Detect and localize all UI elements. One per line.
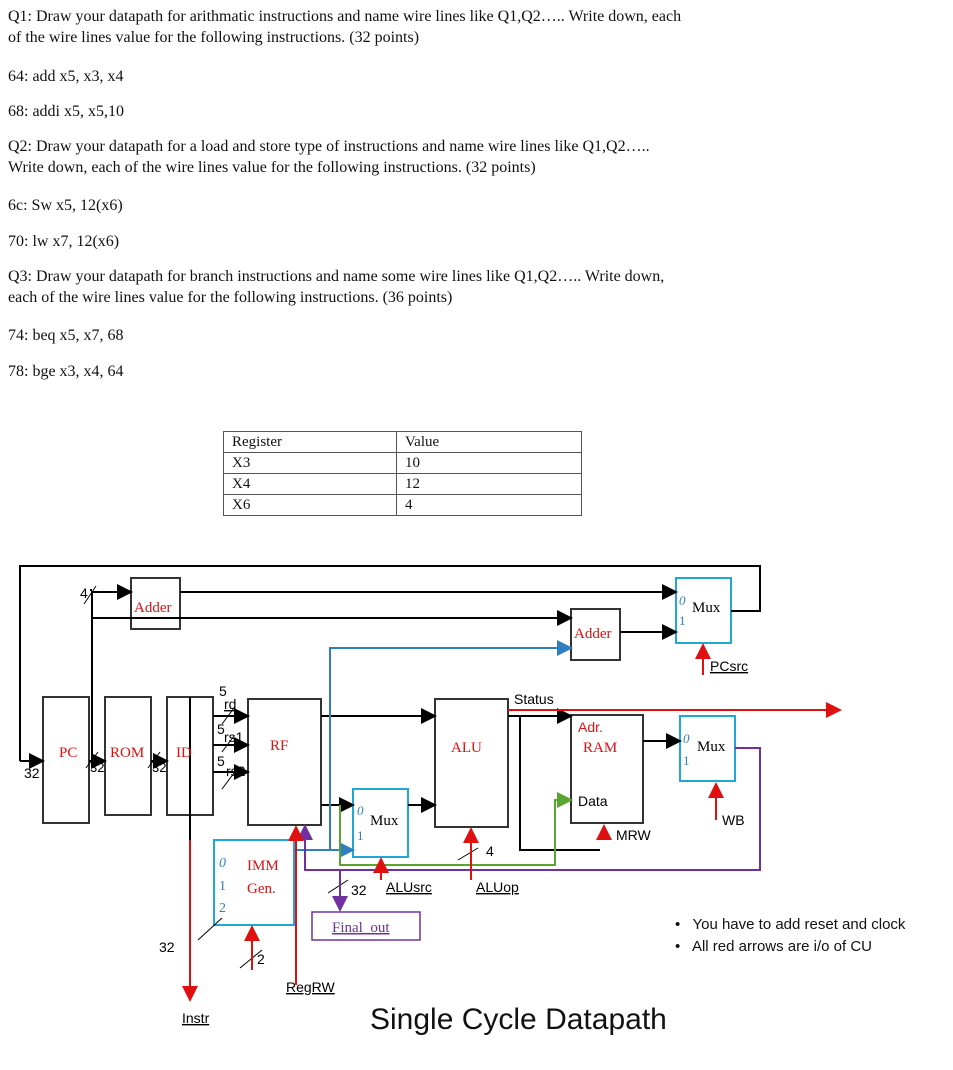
rs1-label: rs1 <box>224 729 244 745</box>
instr-label: Instr <box>182 1010 210 1026</box>
alu-mux-0: 0 <box>357 803 364 818</box>
pc-mux-0: 0 <box>679 593 686 608</box>
rs1-width: 5 <box>217 721 225 737</box>
pc-mux-label: Mux <box>692 600 721 616</box>
instr-70: 70: lw x7, 12(x6) <box>8 233 120 250</box>
aluop-label: ALUop <box>476 879 519 895</box>
instr-68: 68: addi x5, x5,10 <box>8 103 124 120</box>
table-header-row: Register Value <box>223 431 582 453</box>
imm-sel-1: 1 <box>219 879 226 894</box>
red-arrows <box>182 643 842 1002</box>
four-label: 4 <box>80 585 88 601</box>
q1-text: Q1: Draw your datapath for arithmatic in… <box>8 8 682 46</box>
alusrc-label: ALUsrc <box>386 879 432 895</box>
pc-label: PC <box>59 745 77 761</box>
ram-label: RAM <box>583 740 617 756</box>
final-out-box <box>311 911 421 941</box>
note-reset-clock: • You have to add reset and clock <box>675 916 906 933</box>
cell-val: 4 <box>396 494 582 516</box>
wb-mux-1: 1 <box>683 753 690 768</box>
data-label: Data <box>578 793 608 809</box>
instr-78: 78: bge x3, x4, 64 <box>8 363 124 380</box>
gen-label: Gen. <box>247 881 276 897</box>
status-label: Status <box>514 691 554 707</box>
header-value: Value <box>396 431 582 453</box>
alu-block <box>434 698 509 828</box>
adder1-block <box>130 577 181 630</box>
adder2-label: Adder <box>574 626 612 642</box>
cell-reg: X6 <box>223 494 397 516</box>
bus32-left: 32 <box>24 765 40 781</box>
instr-64: 64: add x5, x3, x4 <box>8 68 124 85</box>
black-wires <box>19 565 761 851</box>
rd-width: 5 <box>219 683 227 699</box>
rd-label: rd <box>224 696 236 712</box>
imm-sel-2: 2 <box>219 901 226 916</box>
adder2-block <box>570 608 621 661</box>
alu-mux-label: Mux <box>370 813 399 829</box>
bus32-pc: 32 <box>90 760 104 775</box>
wb-label: WB <box>722 812 745 828</box>
bus-slashes <box>83 585 479 969</box>
diagram-title: Single Cycle Datapath <box>370 1003 667 1036</box>
imm-sel-0: 0 <box>219 856 226 871</box>
q3-text: Q3: Draw your datapath for branch instru… <box>8 268 665 306</box>
q2-text: Q2: Draw your datapath for a load and st… <box>8 138 650 176</box>
mrw-label: MRW <box>616 827 652 843</box>
adder1-label: Adder <box>134 600 172 616</box>
green-wire <box>339 792 573 866</box>
bus32-imm: 32 <box>351 882 367 898</box>
rf-label: RF <box>270 738 288 754</box>
blue-wires <box>294 640 573 858</box>
instr-74: 74: beq x5, x7, 68 <box>8 327 124 344</box>
imm-sel-width: 2 <box>257 951 265 967</box>
pcsrc-label: PCsrc <box>710 658 748 674</box>
purple-wires <box>297 747 761 912</box>
alu-mux-1: 1 <box>357 828 364 843</box>
final-out-label: Final_out <box>332 920 390 936</box>
pc-mux-1: 1 <box>679 613 686 628</box>
ram-block <box>570 714 644 824</box>
rs2-label: rs2 <box>226 763 246 779</box>
rs2-width: 5 <box>217 753 225 769</box>
bus32-instr: 32 <box>159 939 175 955</box>
imm-label: IMM <box>247 858 279 874</box>
wb-mux-label: Mux <box>697 739 726 755</box>
id-label: ID <box>176 745 192 761</box>
instr-6c: 6c: Sw x5, 12(x6) <box>8 197 123 214</box>
regrw-label: RegRW <box>286 979 336 995</box>
alu-label: ALU <box>451 740 482 756</box>
rf-block <box>247 698 322 826</box>
rom-label: ROM <box>110 745 144 761</box>
bus32-rom: 32 <box>152 760 166 775</box>
wb-mux-0: 0 <box>683 731 690 746</box>
aluop-width: 4 <box>486 843 494 859</box>
note-red-arrows: • All red arrows are i/o of CU <box>675 938 872 955</box>
adr-label: Adr. <box>578 719 603 735</box>
